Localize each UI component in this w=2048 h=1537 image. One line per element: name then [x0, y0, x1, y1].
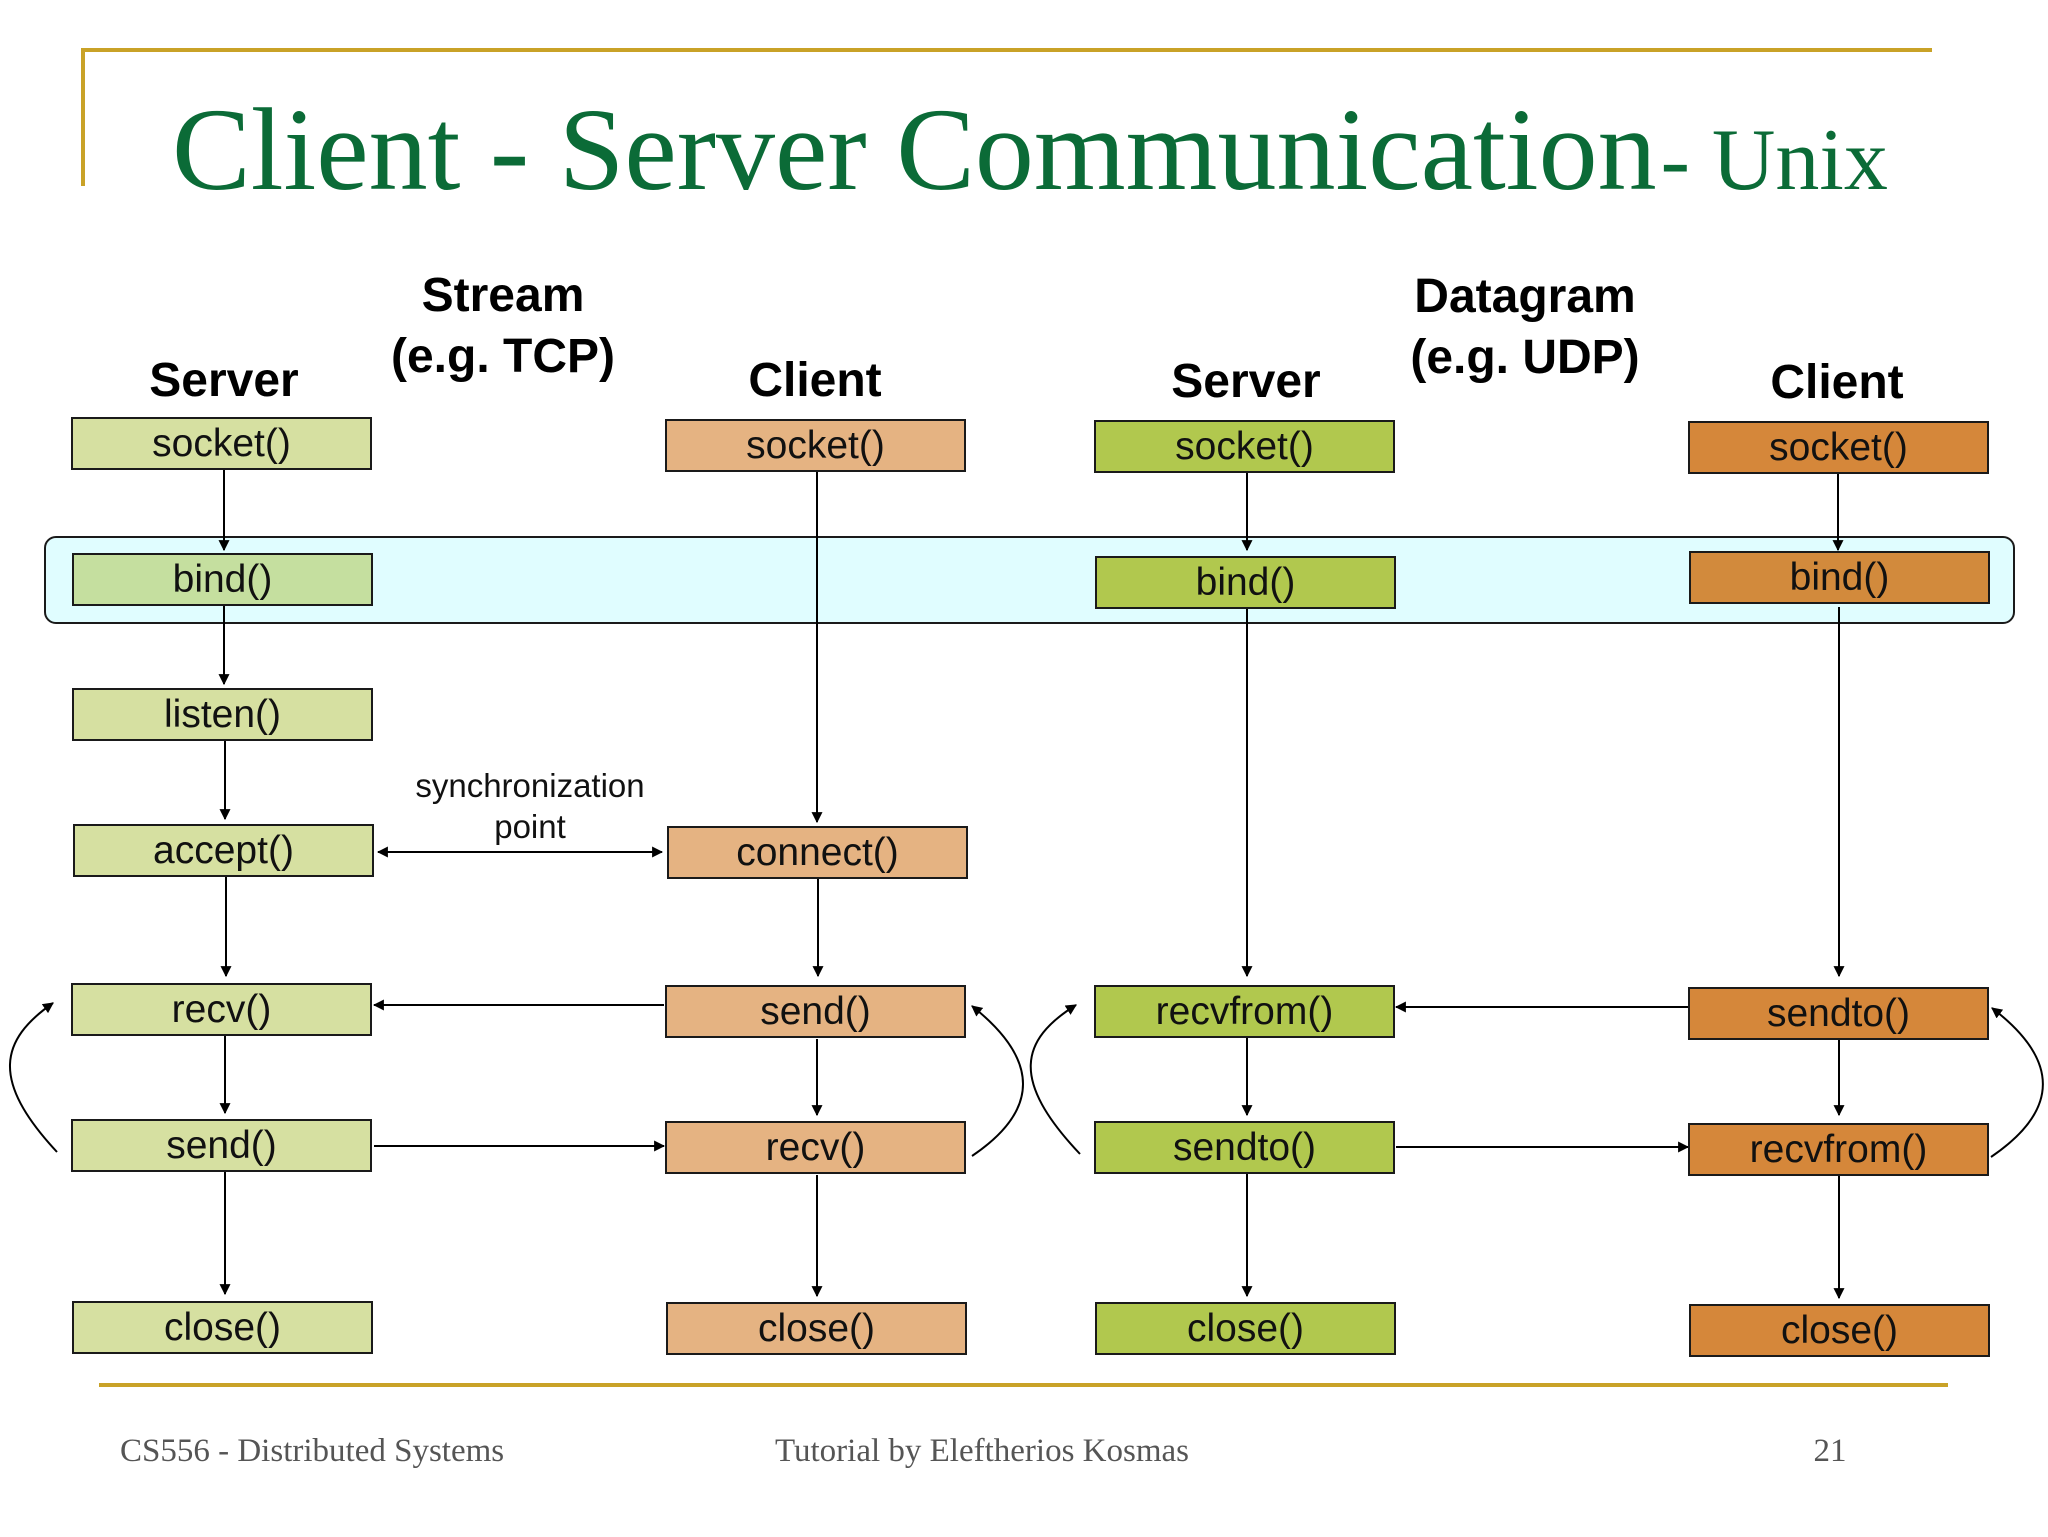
ds-close-box: close(): [1095, 1302, 1396, 1355]
sc-connect-box: connect(): [667, 826, 968, 879]
sc-socket-box: socket(): [665, 419, 966, 472]
title-main: Client - Server Communication: [172, 84, 1657, 215]
page-title: Client - Server Communication - Unix: [172, 80, 1972, 220]
datagram-client-header: Client: [1770, 356, 1904, 409]
datagram-header-line1: Datagram: [1414, 270, 1636, 323]
ss-listen-box: listen(): [72, 688, 373, 741]
datagram-server-header: Server: [1171, 355, 1321, 408]
ss-send-box: send(): [71, 1119, 372, 1172]
sc-send-box: send(): [665, 985, 966, 1038]
ss-recv-box: recv(): [71, 983, 372, 1036]
datagram-header-line2: (e.g. UDP): [1410, 331, 1640, 384]
footer-page-number: 21: [1813, 1433, 1847, 1469]
ds-sendto-box: sendto(): [1094, 1121, 1395, 1174]
sc-close-box: close(): [666, 1302, 967, 1355]
sc-recv-box: recv(): [665, 1121, 966, 1174]
ds-socket-box: socket(): [1094, 420, 1395, 473]
stream-server-header: Server: [149, 354, 299, 407]
dc-recvfrom-box: recvfrom(): [1688, 1123, 1989, 1176]
loop-curve-ss: [9, 1002, 58, 1153]
loop-curve-sc: [971, 1005, 1024, 1157]
dc-socket-box: socket(): [1688, 421, 1989, 474]
dc-sendto-box: sendto(): [1688, 987, 1989, 1040]
footer-course: CS556 - Distributed Systems: [120, 1433, 505, 1469]
ss-accept-box: accept(): [73, 824, 374, 877]
sync-point-label-line2: point: [494, 808, 566, 845]
ds-bind-box: bind(): [1095, 556, 1396, 609]
stream-header-line1: Stream: [421, 269, 585, 322]
ds-recvfrom-box: recvfrom(): [1094, 985, 1395, 1038]
ss-socket-box: socket(): [71, 417, 372, 470]
footer-author: Tutorial by Eleftherios Kosmas: [775, 1433, 1189, 1469]
dc-bind-box: bind(): [1689, 551, 1990, 604]
sync-point-label-line1: synchronization: [415, 767, 645, 804]
ss-bind-box: bind(): [72, 553, 373, 606]
stream-client-header: Client: [748, 354, 882, 407]
loop-curve-ds: [1029, 1004, 1081, 1155]
ss-close-box: close(): [72, 1301, 373, 1354]
title-suffix: - Unix: [1660, 112, 1888, 209]
stream-header-line2: (e.g. TCP): [391, 330, 615, 383]
dc-close-box: close(): [1689, 1304, 1990, 1357]
loop-curve-dc: [1990, 1007, 2044, 1158]
